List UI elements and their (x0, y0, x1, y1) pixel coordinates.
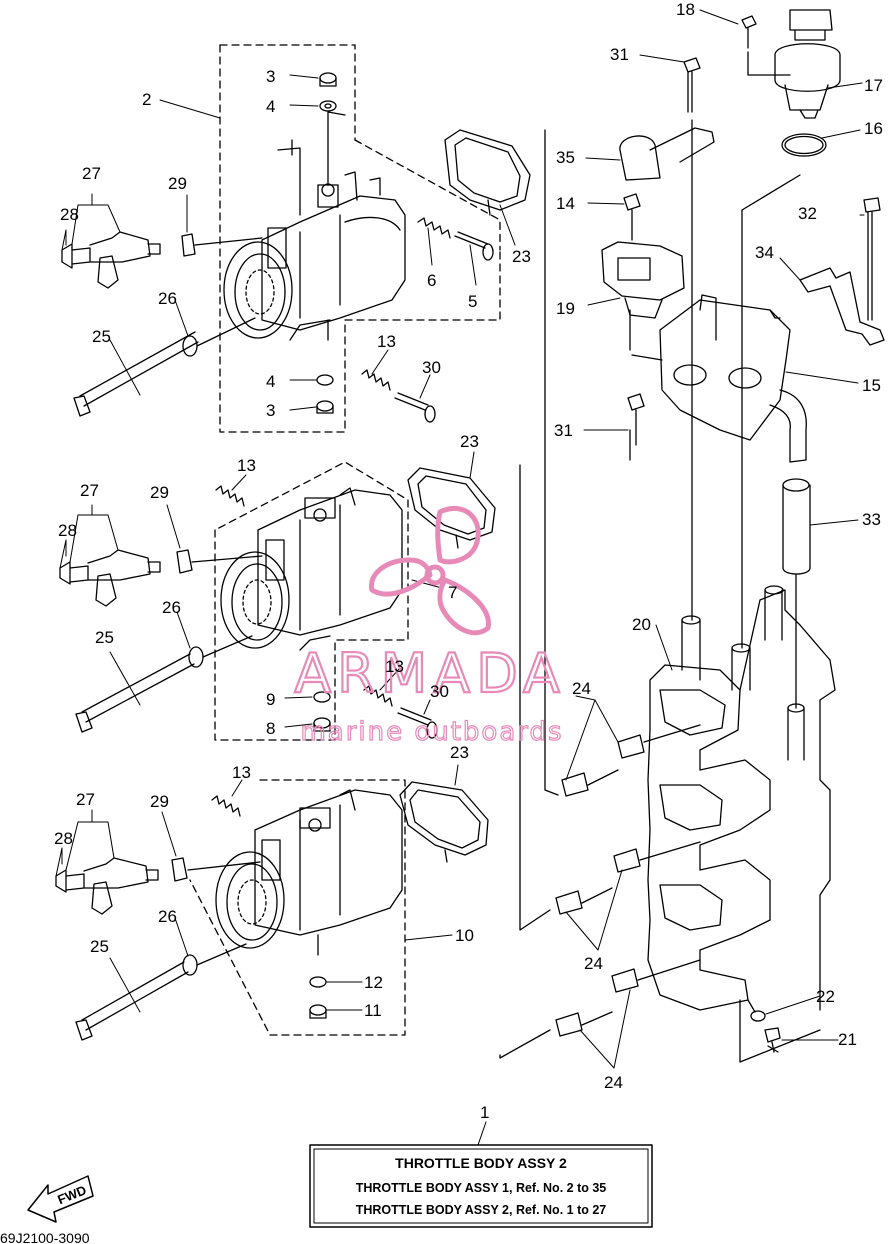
part-number: 26 (158, 907, 177, 926)
part-number: 32 (798, 204, 817, 223)
part-number: 20 (632, 615, 651, 634)
part-number: 7 (448, 583, 457, 602)
part-number: 33 (862, 510, 881, 529)
throttle-body-top (61, 44, 531, 433)
part-number: 34 (755, 243, 774, 262)
part-number: 21 (838, 1030, 857, 1049)
part-number: 11 (364, 1001, 382, 1020)
part-number: 28 (58, 521, 77, 540)
part-number: 24 (604, 1073, 623, 1092)
part-number: 4 (266, 97, 275, 116)
part-number: 9 (266, 690, 275, 709)
part-number: 23 (512, 247, 531, 266)
part-number: 26 (158, 289, 177, 308)
legend-line-2: THROTTLE BODY ASSY 2, Ref. No. 1 to 27 (356, 1203, 607, 1217)
throttle-body-bottom (55, 779, 489, 1041)
armada-watermark: ARMADA marine outboards (293, 505, 566, 748)
part-number: 4 (266, 372, 275, 391)
part-number: 17 (864, 76, 883, 95)
part-number: 1 (480, 1103, 489, 1122)
part-number: 3 (266, 67, 275, 86)
part-number: 27 (80, 481, 99, 500)
part-number: 24 (584, 954, 603, 973)
legend-line-1: THROTTLE BODY ASSY 1, Ref. No. 2 to 35 (356, 1181, 607, 1195)
throttle-body-middle (59, 461, 496, 741)
part-number: 28 (54, 829, 73, 848)
part-number: 19 (556, 299, 575, 318)
part-number: 25 (90, 937, 109, 956)
part-number: 31 (554, 421, 573, 440)
part-number: 2 (142, 90, 151, 109)
part-number: 22 (816, 987, 835, 1006)
fwd-label: FWD (55, 1182, 88, 1207)
part-number: 27 (76, 790, 95, 809)
propeller-logo-icon (368, 505, 491, 636)
part-number: 31 (610, 45, 629, 64)
legend-box (309, 1144, 653, 1228)
part-number: 12 (364, 973, 383, 992)
part-number: 13 (232, 763, 251, 782)
part-number: 15 (862, 376, 881, 395)
part-number: 29 (150, 792, 169, 811)
part-number: 13 (237, 456, 256, 475)
part-number: 29 (168, 174, 187, 193)
part-number: 25 (95, 628, 114, 647)
part-number: 3 (266, 401, 275, 420)
part-number: 27 (82, 164, 101, 183)
part-number: 18 (676, 0, 695, 19)
part-number: 13 (377, 332, 396, 351)
part-number: 25 (92, 327, 111, 346)
part-number: 13 (385, 657, 404, 676)
part-number: 28 (60, 205, 79, 224)
part-number: 26 (162, 598, 181, 617)
leader-lines (55, 9, 865, 1146)
drawing-code: 69J2100-3090 (0, 1230, 90, 1244)
part-number: 14 (556, 194, 575, 213)
part-number: 8 (266, 719, 275, 738)
part-number: 16 (864, 119, 883, 138)
part-number: 6 (427, 271, 436, 290)
part-number: 23 (450, 743, 469, 762)
part-number: 29 (150, 483, 169, 502)
watermark-brand: ARMADA (294, 642, 566, 705)
part-number: 5 (468, 292, 477, 311)
intake-manifold-assembly (499, 9, 885, 1063)
fwd-arrow-icon (27, 1175, 94, 1223)
watermark-tagline: marine outboards (300, 717, 563, 747)
part-number-labels: 1 2 3 3 4 4 5 6 7 8 9 10 11 12 13 13 13 … (54, 0, 883, 1122)
part-number: 30 (422, 358, 441, 377)
legend-title: THROTTLE BODY ASSY 2 (395, 1155, 567, 1171)
part-number: 23 (460, 432, 479, 451)
part-number: 30 (430, 682, 449, 701)
part-number: 24 (572, 679, 591, 698)
part-number: 35 (556, 148, 575, 167)
part-number: 10 (455, 926, 474, 945)
